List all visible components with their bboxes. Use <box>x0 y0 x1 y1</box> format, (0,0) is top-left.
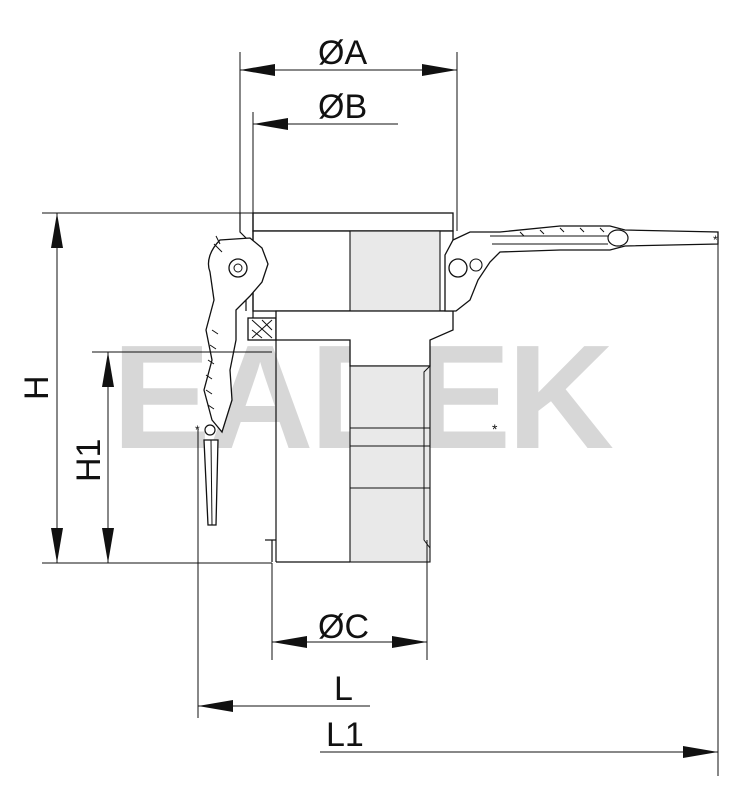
label-h1: H1 <box>70 439 108 482</box>
dimension-lines: * * * <box>42 52 719 776</box>
dim-c-arrow-right <box>392 636 427 648</box>
right-lever-serrations <box>519 227 605 237</box>
dimension-labels: ØA ØB ØC H H1 L L1 <box>18 34 369 754</box>
label-l: L <box>334 670 353 708</box>
dim-a-arrow-right <box>422 64 457 76</box>
label-l1: L1 <box>326 716 364 754</box>
dim-b-arrow <box>253 118 288 130</box>
label-dia-a: ØA <box>318 34 367 72</box>
dim-a-arrow-left <box>240 64 275 76</box>
hex-face <box>349 230 441 312</box>
center-mark: * <box>492 421 498 437</box>
dim-l-arrow <box>198 700 233 712</box>
left-lever-top <box>213 235 223 253</box>
lever-end-mark: * <box>713 233 718 247</box>
left-lever-body <box>203 237 269 434</box>
dim-h-arrow-bottom <box>51 528 63 563</box>
coupling-body <box>239 212 454 563</box>
right-lever-ridges <box>490 235 610 245</box>
dim-c-arrow-left <box>272 636 307 648</box>
right-pivot-icon <box>448 258 468 278</box>
dim-l1-arrow <box>683 746 718 758</box>
pin-hole-icon <box>204 424 216 436</box>
left-pivot-inner-icon <box>233 263 243 273</box>
label-dia-b: ØB <box>318 88 367 126</box>
right-lever-body <box>444 225 719 312</box>
left-lever-serrations <box>205 329 219 410</box>
right-ring-icon <box>607 229 629 247</box>
dim-h1-arrow-top <box>102 352 114 387</box>
left-cam-lever <box>203 235 269 526</box>
top-collar <box>252 212 454 232</box>
label-dia-c: ØC <box>318 608 369 646</box>
safety-ring-line <box>210 439 213 526</box>
hose-shank <box>349 365 431 563</box>
pin-center-mark: * <box>195 423 200 437</box>
socket-bore <box>271 340 277 562</box>
right-cam-icon <box>469 258 483 272</box>
dim-h-arrow-top <box>51 213 63 248</box>
gasket-hatch <box>251 319 273 339</box>
label-h: H <box>18 375 56 400</box>
dim-h1-arrow-bottom <box>102 528 114 563</box>
right-cam-lever <box>444 225 719 312</box>
